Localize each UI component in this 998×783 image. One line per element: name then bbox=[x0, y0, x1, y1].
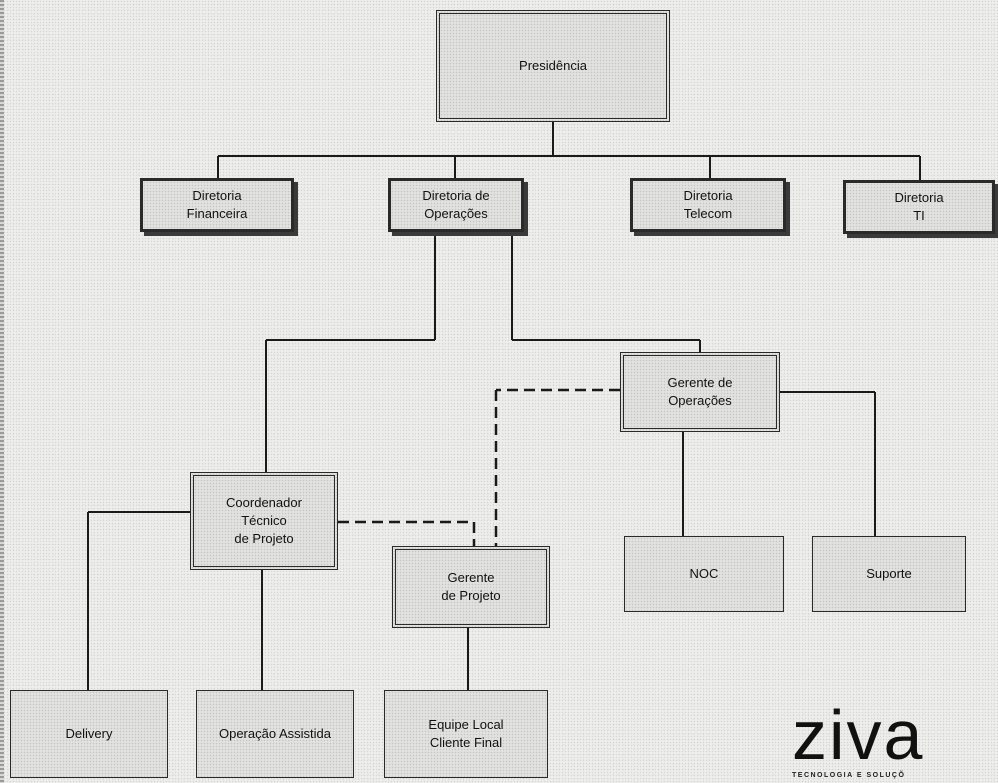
ziva-tagline: TECNOLOGIA E SOLUÇÕ bbox=[792, 772, 906, 779]
node-noc: NOC bbox=[624, 536, 784, 612]
node-diretoria-financeira: Diretoria Financeira bbox=[140, 178, 294, 232]
node-presidencia: Presidência bbox=[436, 10, 670, 122]
node-delivery: Delivery bbox=[10, 690, 168, 778]
node-gerente-projeto: Gerente de Projeto bbox=[392, 546, 550, 628]
node-gerente-operacoes: Gerente de Operações bbox=[620, 352, 780, 432]
node-equipe-local: Equipe Local Cliente Final bbox=[384, 690, 548, 778]
node-diretoria-telecom: Diretoria Telecom bbox=[630, 178, 786, 232]
node-coordenador-tecnico: Coordenador Técnico de Projeto bbox=[190, 472, 338, 570]
node-diretoria-operacoes: Diretoria de Operações bbox=[388, 178, 524, 232]
node-diretoria-ti: Diretoria TI bbox=[843, 180, 995, 234]
node-suporte: Suporte bbox=[812, 536, 966, 612]
ziva-logo: ziva bbox=[792, 696, 925, 774]
node-operacao-assistida: Operação Assistida bbox=[196, 690, 354, 778]
scan-edge bbox=[0, 0, 4, 783]
